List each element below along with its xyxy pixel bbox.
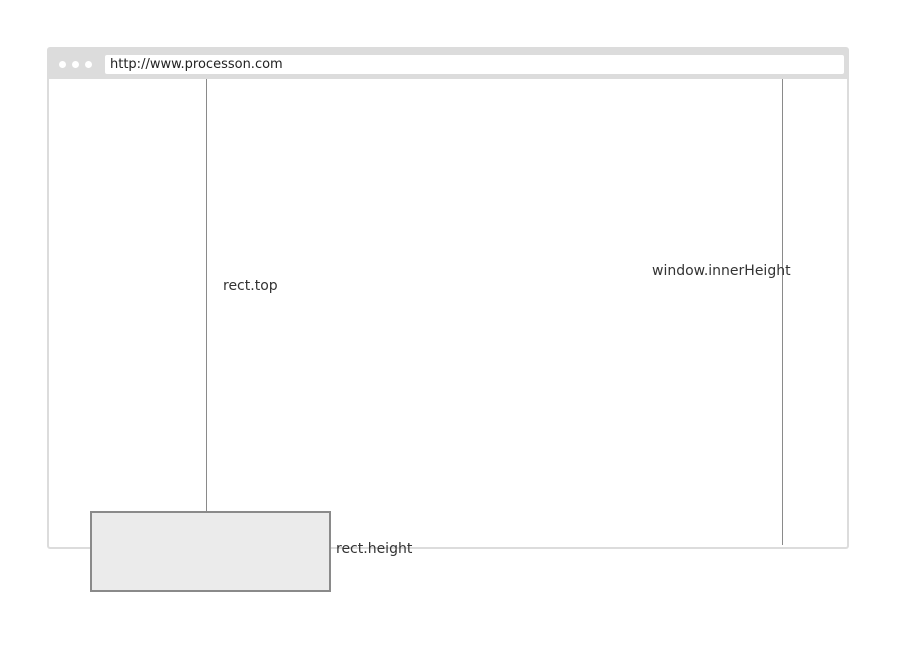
browser-toolbar: http://www.processon.com — [49, 49, 847, 79]
window-dot-icon — [72, 61, 79, 68]
element-rectangle — [90, 511, 331, 592]
window-inner-height-label: window.innerHeight — [652, 263, 791, 279]
window-dot-icon — [85, 61, 92, 68]
inner-height-measure-line — [782, 79, 783, 545]
rect-height-label: rect.height — [336, 541, 413, 557]
rect-top-measure-line — [206, 79, 207, 512]
address-bar[interactable]: http://www.processon.com — [105, 55, 844, 74]
window-dot-icon — [59, 61, 66, 68]
browser-window: http://www.processon.com — [47, 47, 849, 549]
rect-top-label: rect.top — [223, 278, 278, 294]
